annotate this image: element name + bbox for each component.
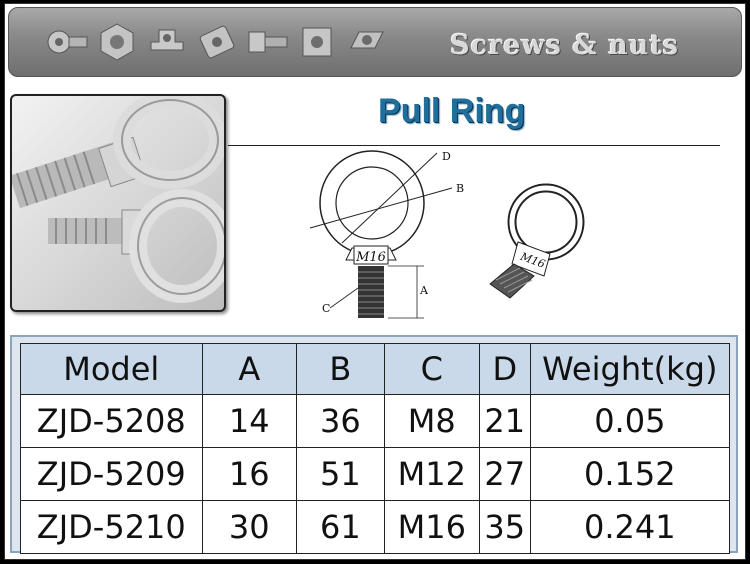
cell-a: 16 <box>201 447 298 501</box>
eye-bolt-photo <box>10 94 226 312</box>
col-header-model: Model <box>20 343 203 395</box>
cell-c: M12 <box>383 447 480 501</box>
spec-table: Model A B C D Weight(kg) ZJD-5208 14 36 … <box>20 343 731 554</box>
eye-bolt-perspective-drawing: M16 <box>489 183 585 299</box>
square-nut-icon <box>302 27 332 57</box>
col-header-weight: Weight(kg) <box>529 343 731 395</box>
diagram-label-a: A <box>419 284 429 297</box>
col-header-c: C <box>383 343 480 395</box>
diagram-label-b: B <box>456 182 464 195</box>
col-header-d: D <box>478 343 531 395</box>
slide-nut-icon <box>350 31 384 49</box>
table-row: ZJD-5208 14 36 M8 21 0.05 <box>20 394 731 448</box>
cell-weight: 0.152 <box>529 447 731 501</box>
spec-table-panel: Model A B C D Weight(kg) ZJD-5208 14 36 … <box>10 335 738 554</box>
product-title: Pull Ring <box>378 92 526 130</box>
table-row: ZJD-5209 16 51 M12 27 0.152 <box>20 447 731 501</box>
cell-model: ZJD-5208 <box>20 394 203 448</box>
cell-model: ZJD-5209 <box>20 447 203 501</box>
col-header-b: B <box>296 343 385 395</box>
cell-b: 36 <box>296 394 385 448</box>
t-nut-icon <box>150 29 184 51</box>
table-header-row: Model A B C D Weight(kg) <box>20 343 731 395</box>
diagram-label-c: C <box>322 302 330 315</box>
cell-d: 35 <box>478 500 531 554</box>
cell-a: 30 <box>201 500 298 554</box>
table-row: ZJD-5210 30 61 M16 35 0.241 <box>20 500 731 554</box>
cell-model: ZJD-5210 <box>20 500 203 554</box>
header-title: Screws & nuts <box>450 30 679 61</box>
cell-b: 51 <box>296 447 385 501</box>
cell-d: 27 <box>478 447 531 501</box>
col-header-a: A <box>201 343 298 395</box>
category-header: Screws & nuts <box>8 7 742 77</box>
diagram-thread-mark: M16 <box>355 250 386 265</box>
diagram-label-d: D <box>442 150 451 163</box>
slot-nut-icon <box>199 25 235 59</box>
cell-c: M16 <box>383 500 480 554</box>
cell-d: 21 <box>478 394 531 448</box>
cell-b: 61 <box>296 500 385 554</box>
title-divider <box>228 145 720 146</box>
eye-bolt-dimension-diagram: M16 D B A C <box>309 150 464 319</box>
cell-weight: 0.241 <box>529 500 731 554</box>
cell-c: M8 <box>383 394 480 448</box>
hammer-bolt-icon <box>248 31 288 53</box>
cell-weight: 0.05 <box>529 394 731 448</box>
cell-a: 14 <box>201 394 298 448</box>
socket-screw-icon <box>47 30 88 54</box>
header-icons <box>45 20 389 64</box>
flange-nut-icon <box>100 23 134 61</box>
